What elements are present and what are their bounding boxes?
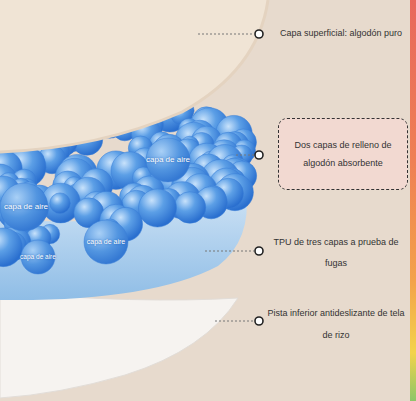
- air-layer-label: capa de aire: [20, 253, 56, 261]
- leader-line: [198, 34, 254, 35]
- air-bubble: [50, 193, 71, 214]
- air-bubble: [174, 192, 206, 224]
- leader-lines: [198, 34, 254, 321]
- leader-dot: [255, 30, 263, 38]
- bottom-layer: [0, 292, 238, 398]
- leader-line: [205, 251, 254, 252]
- leader-dot: [255, 247, 263, 255]
- air-bubble: [146, 138, 190, 182]
- leader-dot: [255, 317, 263, 325]
- air-bubble: [0, 183, 48, 231]
- air-layer-label: capa de aire: [146, 155, 190, 165]
- air-bubble: [21, 240, 55, 274]
- leader-dots: [255, 30, 263, 325]
- tpu-layer-label: TPU de tres capas a prueba de fugas: [268, 232, 404, 273]
- air-bubble: [84, 220, 128, 264]
- surface-layer-label: Capa superficial: algodón puro: [280, 28, 402, 39]
- top-layer-edge: [0, 0, 268, 152]
- top-layer: [0, 0, 268, 152]
- callout-text: Dos capas de relleno de algodón absorben…: [279, 136, 407, 172]
- leader-line: [215, 321, 254, 322]
- dashed-callout-box: Dos capas de relleno de algodón absorben…: [278, 118, 408, 190]
- air-layer-label: capa de aire: [4, 202, 48, 212]
- edge-strip: [410, 0, 416, 401]
- air-layer-label: capa de aire: [87, 238, 126, 246]
- air-bubble: [0, 228, 23, 267]
- leader-dot: [255, 151, 263, 159]
- leader-line: [236, 155, 254, 156]
- bottom-layer-label: Pista inferior antideslizante de tela de…: [266, 303, 406, 346]
- air-bubble: [138, 189, 176, 227]
